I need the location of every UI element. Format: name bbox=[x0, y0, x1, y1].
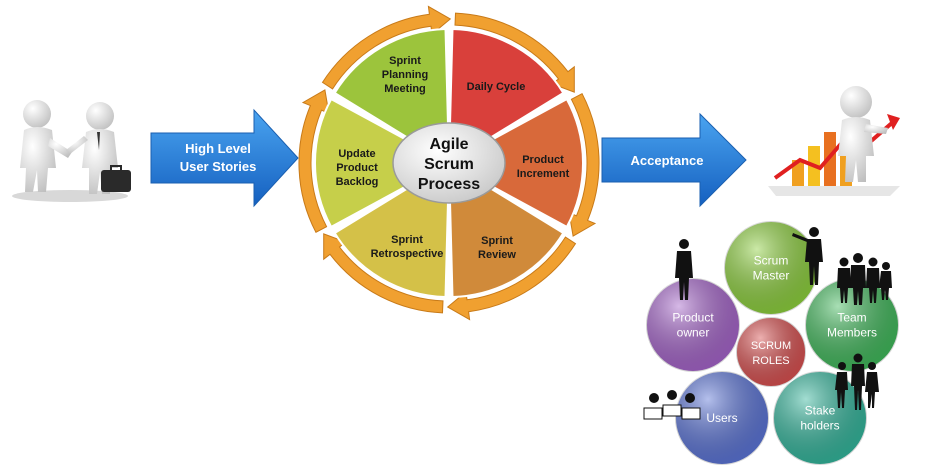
cycle-center-line3: Process bbox=[418, 176, 480, 193]
cycle-ring-arrow bbox=[298, 89, 330, 233]
acceptance-arrow: Acceptance bbox=[601, 112, 747, 208]
growth-chart-figure-icon bbox=[768, 86, 900, 196]
users-at-computers-icon bbox=[643, 390, 701, 420]
acceptance-label: Acceptance bbox=[631, 153, 704, 168]
cycle-ring-arrow bbox=[568, 93, 600, 237]
stakeholders-silhouette-icon bbox=[835, 353, 879, 410]
cycle-segment-label: Daily Cycle bbox=[467, 81, 526, 93]
cycle-segment bbox=[446, 97, 585, 229]
scrum-master-silhouette-icon bbox=[792, 227, 823, 285]
product-owner-silhouette-icon bbox=[675, 239, 693, 300]
high-level-user-stories-arrow: High Level User Stories bbox=[150, 108, 299, 208]
cycle-center-line1: Agile bbox=[429, 136, 468, 153]
team-members-silhouette-icon bbox=[837, 253, 892, 305]
role-circle: Users bbox=[674, 370, 770, 466]
cycle-ring-arrows bbox=[298, 5, 600, 321]
cycle-segment bbox=[313, 97, 452, 229]
cycle-ring-arrow bbox=[454, 12, 575, 93]
cycle-ring-arrow bbox=[323, 233, 444, 314]
cycle-center-line2: Scrum bbox=[424, 156, 474, 173]
handshake-figures-icon bbox=[12, 100, 131, 202]
arrow-label-line1: High Level bbox=[185, 141, 251, 156]
cycle-center-disk bbox=[392, 122, 506, 204]
role-label: Users bbox=[706, 411, 737, 425]
arrow-label-line2: User Stories bbox=[180, 159, 257, 174]
cycle-ring-arrow bbox=[321, 5, 452, 90]
cycle-ring-arrow bbox=[446, 236, 577, 321]
